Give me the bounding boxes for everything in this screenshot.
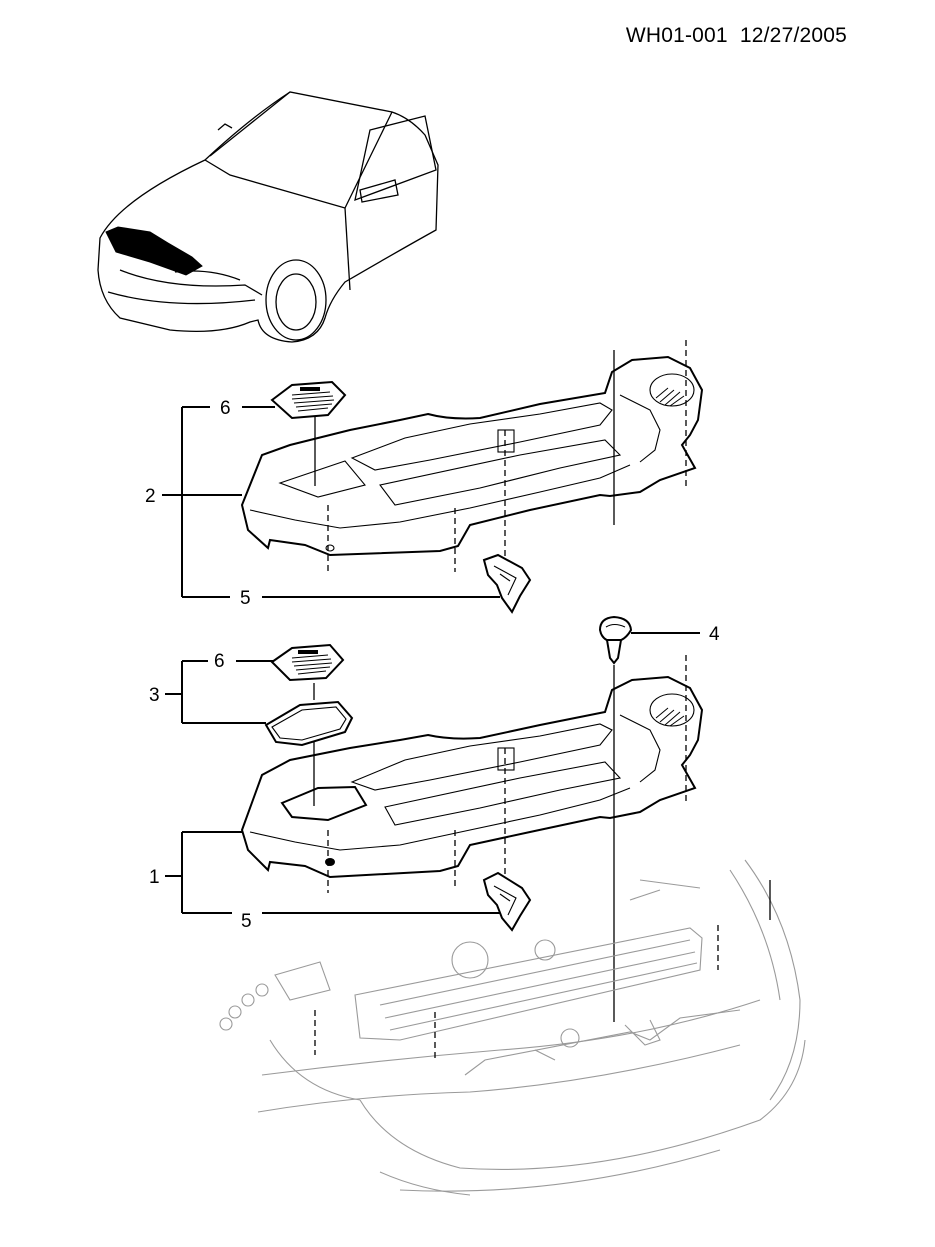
callout-4: 4	[709, 624, 720, 645]
caution-label-lower	[270, 643, 345, 682]
engine-bay-context	[219, 859, 806, 1196]
callout-3: 3	[149, 685, 160, 706]
caution-label-upper	[270, 380, 347, 420]
diagram-code: WH01-001	[625, 24, 728, 47]
callout-1: 1	[149, 867, 160, 888]
callout-6-upper: 6	[220, 398, 231, 419]
vehicle-locator	[97, 91, 439, 343]
front-panel-cover-assembly	[240, 355, 704, 557]
callout-5-lower: 5	[241, 911, 252, 932]
retainer-clip-lower	[482, 871, 532, 932]
callout-5-upper: 5	[240, 588, 251, 609]
diagram-date: 12/27/2005	[739, 24, 847, 47]
retainer-slot-upper	[497, 429, 515, 453]
callout-2: 2	[145, 486, 156, 507]
callout-6-lower: 6	[214, 651, 225, 672]
retainer-slot-lower	[497, 747, 515, 771]
front-panel-cover-assembly-lower	[240, 675, 704, 879]
front-cover-highlight	[105, 226, 203, 276]
push-fastener	[598, 615, 633, 665]
retainer-clip-upper	[482, 553, 532, 614]
diagram-header: WH01-001 12/27/2005	[626, 24, 847, 48]
access-cover-panel	[264, 700, 354, 747]
